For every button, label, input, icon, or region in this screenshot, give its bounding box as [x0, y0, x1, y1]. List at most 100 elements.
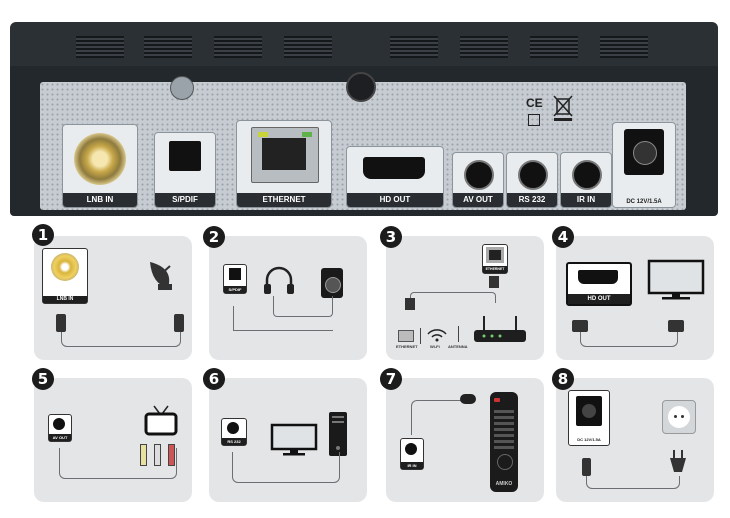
rear-panel: LNB IN S/PDIF ETHERNET HD OUT AV OUT RS … — [40, 72, 686, 210]
port-label: IR IN — [401, 462, 423, 469]
port-label: ETHERNET — [237, 193, 331, 207]
lnb-in-port[interactable]: LNB IN — [62, 124, 138, 208]
rj45-plug-icon — [489, 276, 499, 288]
dc-power-port: DC 12V/1.5A — [568, 390, 610, 446]
step-number-badge: 5 — [32, 368, 54, 390]
hdmi-plug-icon — [572, 320, 588, 332]
power-plug-icon — [670, 450, 686, 472]
small-label: ANTENNA — [448, 344, 468, 349]
spdif-port: S/PDIF — [223, 264, 247, 294]
dc-power-port[interactable]: DC 12V/1.5A — [612, 122, 676, 208]
f-connector-icon — [74, 133, 126, 185]
cable — [233, 330, 333, 331]
f-plug-icon — [56, 314, 66, 332]
vent-slot — [214, 36, 262, 58]
hd-out-port: HD OUT — [566, 262, 632, 306]
rj45-plug-icon — [405, 298, 415, 310]
dc-rating-label: DC 12V/1.5A — [577, 437, 601, 442]
small-label: Wi-Fi — [430, 344, 440, 349]
hdmi-jack-icon — [363, 157, 425, 179]
vent-slot — [144, 36, 192, 58]
spdif-port[interactable]: S/PDIF — [154, 132, 216, 208]
step-card-5: AV OUT — [34, 378, 192, 502]
ir-cable — [411, 400, 462, 435]
receiver-top-cover — [10, 22, 718, 74]
step-number-badge: 7 — [380, 368, 402, 390]
ethernet-port: ETHERNET — [482, 244, 508, 274]
rca-plug-red-icon — [168, 444, 175, 466]
router-icon — [474, 316, 526, 342]
remote-control-icon: AMIKO — [490, 392, 518, 492]
rs232-port[interactable]: RS 232 — [506, 152, 558, 208]
vent-slot — [600, 36, 648, 58]
ir-in-port: IR IN — [400, 438, 424, 470]
port-label: AV OUT — [453, 193, 503, 207]
satellite-dish-icon — [150, 262, 172, 290]
av-out-port[interactable]: AV OUT — [452, 152, 504, 208]
port-label: LNB IN — [43, 296, 87, 303]
dc-rating-label: DC 12V/1.5A — [626, 199, 662, 205]
vent-slot — [390, 36, 438, 58]
pc-tower-icon — [329, 412, 347, 456]
av-jack-icon — [464, 160, 494, 190]
f-plug-icon — [174, 314, 184, 332]
serial-cable — [232, 452, 340, 483]
step-number-badge: 8 — [552, 368, 574, 390]
step-number-badge: 4 — [552, 226, 574, 248]
port-label: ETHERNET — [483, 266, 507, 273]
step-number-badge: 6 — [203, 368, 225, 390]
step-card-2: S/PDIF — [209, 236, 367, 360]
vent-slot — [530, 36, 578, 58]
port-label: AV OUT — [49, 434, 71, 441]
hdmi-cable — [580, 332, 678, 347]
hdmi-plug-icon — [668, 320, 684, 332]
speaker-icon — [321, 268, 343, 298]
step-card-8: DC 12V/1.5A — [556, 378, 714, 502]
av-cable — [59, 448, 177, 479]
ir-jack-icon — [572, 160, 602, 190]
rj45-jack-icon — [251, 127, 319, 183]
port-label: LNB IN — [63, 193, 137, 207]
antenna-icon — [458, 326, 459, 342]
rca-plug-yellow-icon — [140, 444, 147, 466]
coax-cable — [61, 332, 181, 347]
step-card-7: IR IN AMIKO — [386, 378, 544, 502]
power-cable — [586, 476, 680, 489]
ir-sensor-icon — [460, 394, 476, 404]
port-label: S/PDIF — [155, 193, 215, 207]
port-label: RS 232 — [222, 438, 246, 445]
headphones-icon — [264, 266, 294, 294]
monitor-icon — [270, 423, 318, 456]
port-label: HD OUT — [347, 193, 443, 207]
lnb-in-port: LNB IN — [42, 248, 88, 304]
hd-out-port[interactable]: HD OUT — [346, 146, 444, 208]
rs232-jack-icon — [518, 160, 548, 190]
small-label: ETHERNET — [396, 344, 418, 349]
vent-slot — [284, 36, 332, 58]
tv-icon — [647, 259, 705, 300]
weee-bin-icon — [553, 95, 573, 121]
ethernet-port[interactable]: ETHERNET — [236, 120, 332, 208]
port-label: IR IN — [561, 193, 611, 207]
screw-icon — [346, 72, 376, 102]
vent-slot — [460, 36, 508, 58]
step-number-badge: 1 — [32, 224, 54, 246]
port-label: S/PDIF — [224, 286, 246, 293]
divider — [420, 328, 421, 344]
dc-jack-icon — [624, 129, 664, 175]
tv-icon — [144, 405, 178, 436]
step-card-1: LNB IN — [34, 236, 192, 360]
step-card-6: RS 232 — [209, 378, 367, 502]
cable — [233, 306, 234, 330]
step-number-badge: 2 — [203, 226, 225, 248]
f-connector-icon — [51, 253, 79, 281]
ce-mark-icon: CE — [526, 96, 543, 110]
ethernet-cable — [410, 292, 496, 303]
screw-icon — [170, 76, 194, 100]
ir-in-port[interactable]: IR IN — [560, 152, 612, 208]
vent-slot — [76, 36, 124, 58]
step-card-3: ETHERNET ETHERNET Wi-Fi ANTENNA — [386, 236, 544, 360]
square-mark-icon — [528, 114, 540, 126]
av-out-port: AV OUT — [48, 414, 72, 442]
rs232-port: RS 232 — [221, 418, 247, 446]
